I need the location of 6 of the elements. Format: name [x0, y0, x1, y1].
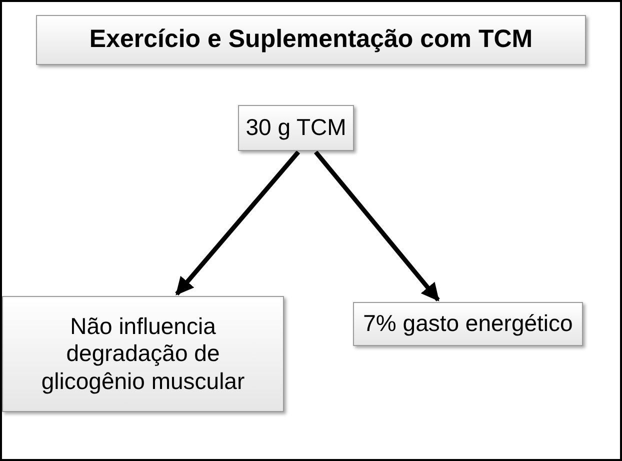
title: Exercício e Suplementação com TCM: [36, 15, 586, 65]
text-box: Não influencia degradação de glicogênio muscular: [2, 296, 284, 412]
text-box: 30 g TCM: [238, 105, 354, 151]
arrow: [314, 150, 440, 302]
text-box: 7% gasto energético: [353, 302, 583, 346]
arrow: [175, 150, 300, 296]
